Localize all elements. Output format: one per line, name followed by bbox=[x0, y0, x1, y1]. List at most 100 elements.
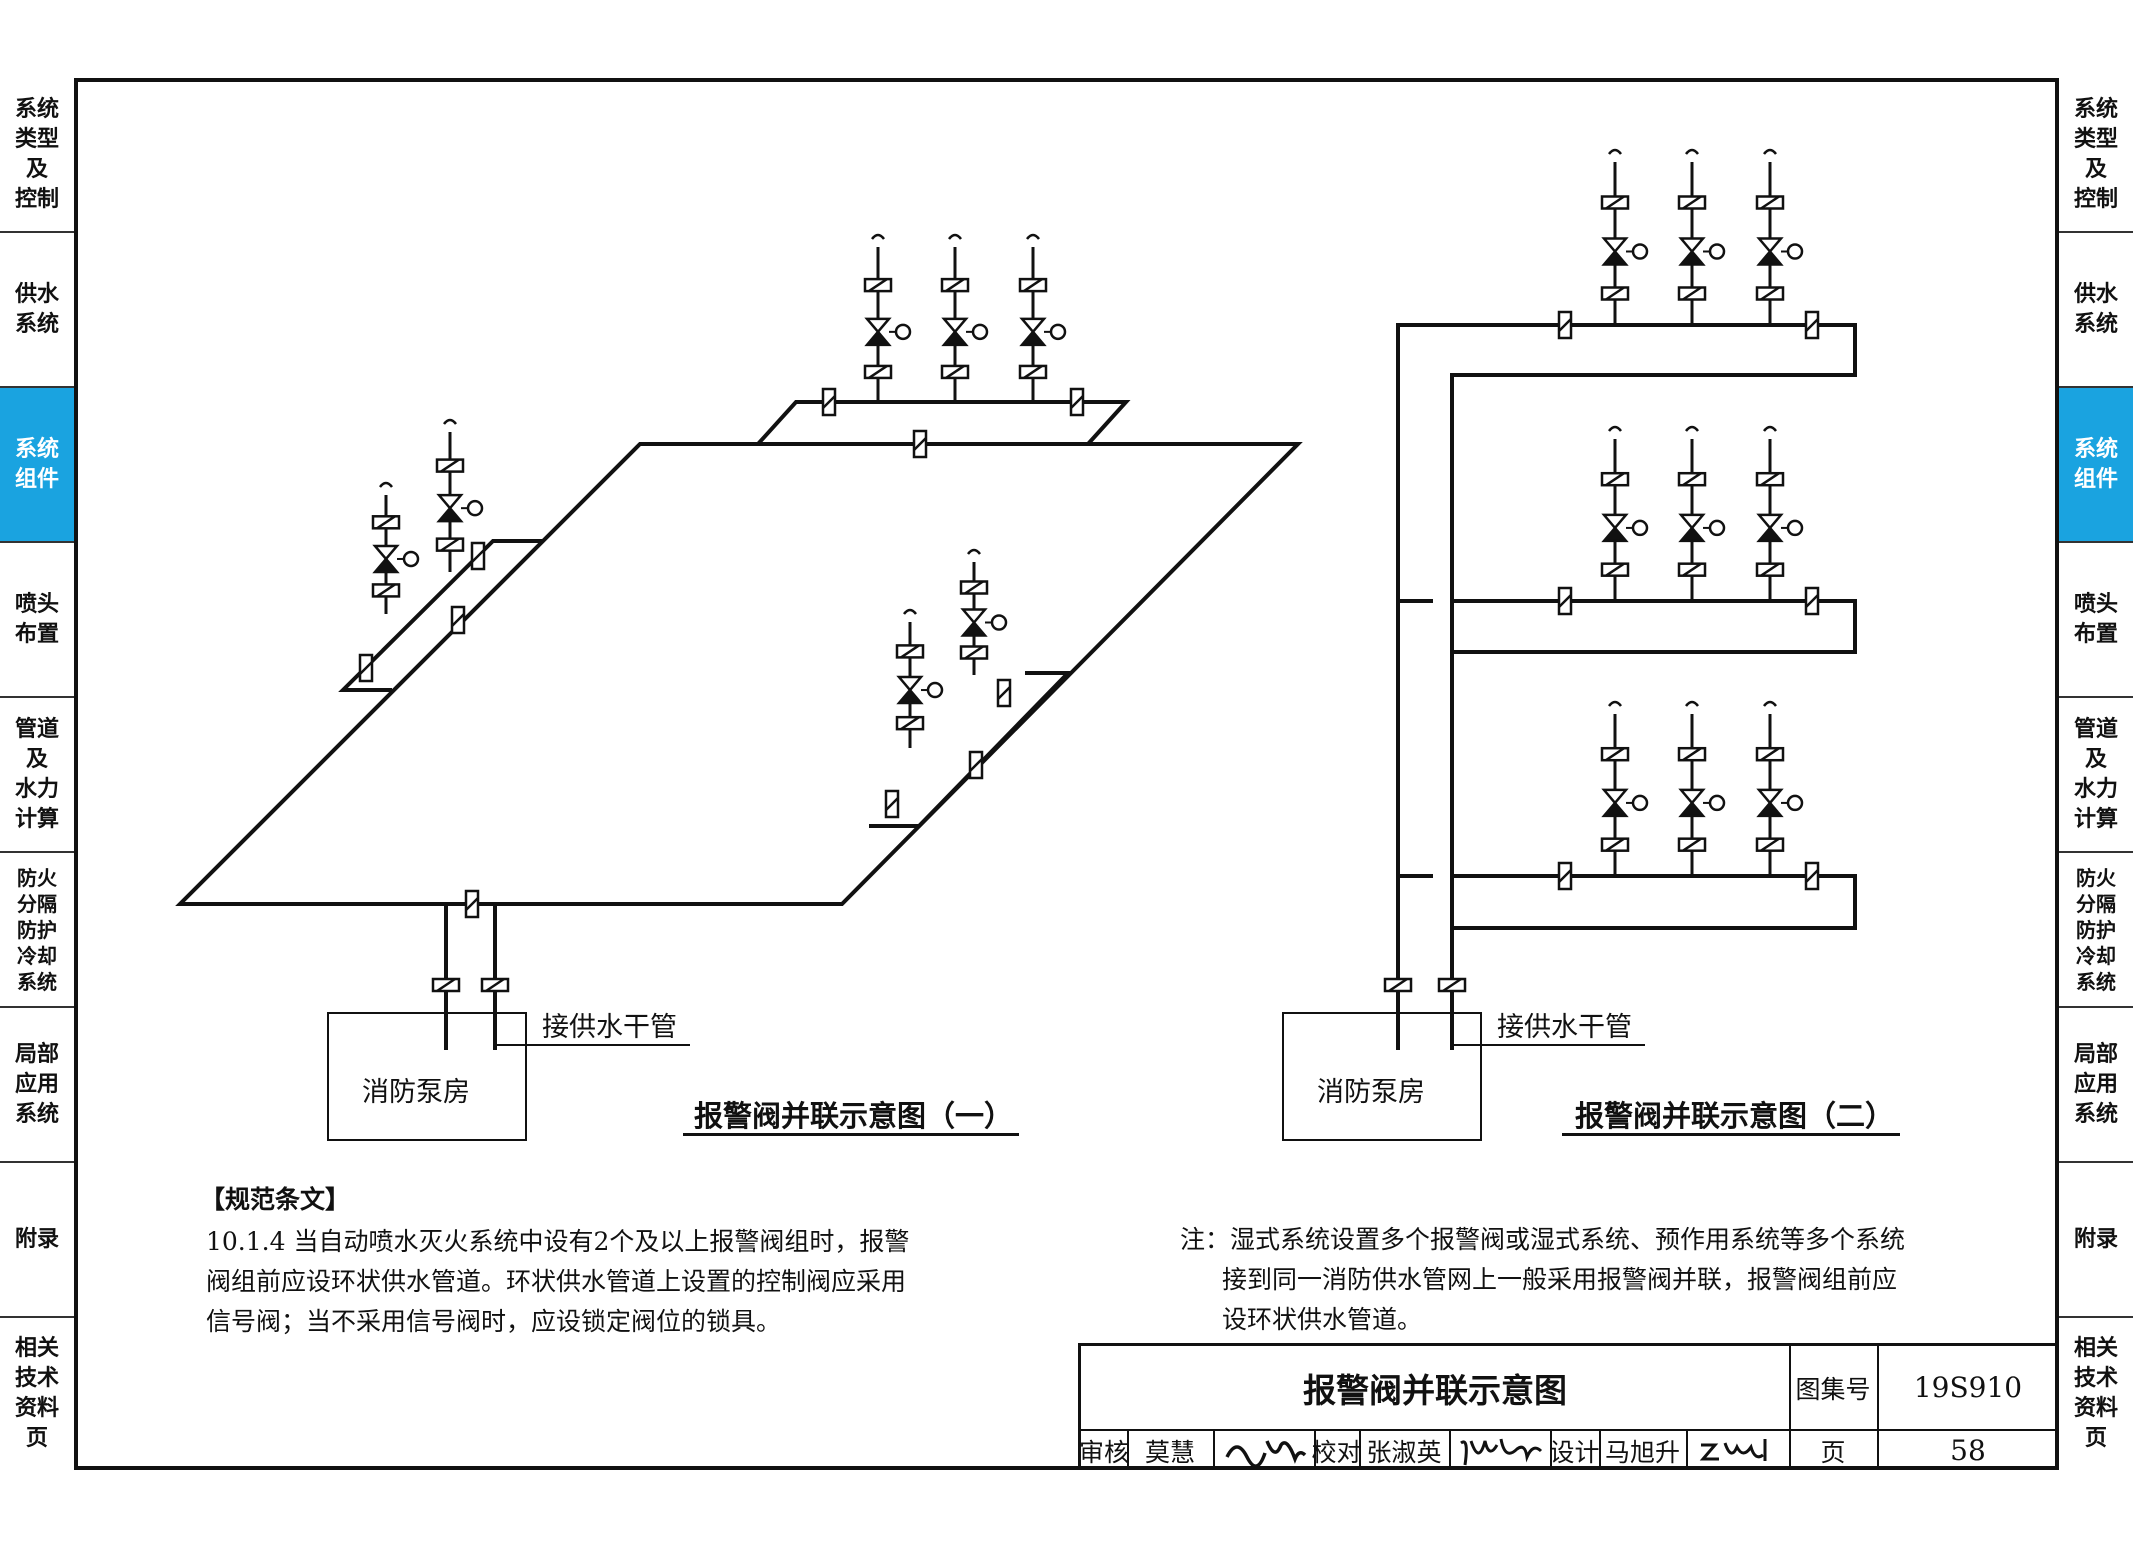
gate-valve-slash bbox=[1682, 837, 1702, 852]
gate-valve-slash bbox=[1682, 195, 1702, 210]
sidebar-item-appendix[interactable]: 附录 bbox=[2059, 1163, 2133, 1318]
signal-valve bbox=[1069, 387, 1085, 417]
page-number: 58 bbox=[1950, 1434, 1986, 1467]
gate-valve-slash bbox=[1760, 195, 1780, 210]
alarm-valve-riser bbox=[959, 548, 1008, 675]
pressure-gauge bbox=[1049, 323, 1067, 341]
signal-valve-slash bbox=[913, 437, 927, 451]
alarm-valve-top bbox=[436, 493, 464, 511]
gate-valve-slash bbox=[900, 644, 920, 659]
signal-valve bbox=[1557, 310, 1573, 340]
upper-gate-valve bbox=[1018, 277, 1048, 293]
pressure-gauge bbox=[1708, 794, 1726, 812]
alarm-valve-top bbox=[1601, 513, 1629, 530]
pressure-gauge bbox=[1631, 519, 1649, 537]
sidebar-item-related-docs[interactable]: 相关 技术 资料 页 bbox=[14, 1336, 59, 1451]
top-branch bbox=[756, 400, 1131, 446]
sidebar-item-sprinkler-layout[interactable]: 喷头 布置 bbox=[2059, 543, 2133, 698]
sidebar-item-sprinkler-layout[interactable]: 喷头 布置 bbox=[0, 543, 74, 698]
page-label: 页 bbox=[1820, 1437, 1846, 1467]
signal-valve bbox=[1557, 861, 1573, 891]
gate-valve-slash bbox=[945, 364, 965, 379]
signal-valve-slash bbox=[465, 897, 479, 911]
sidebar-item-fire-separation[interactable]: 防火 分隔 防护 冷却 系统 bbox=[2059, 853, 2133, 1008]
diagram-2-title: 报警阀并联示意图（二） bbox=[1575, 1099, 1895, 1133]
gate-valve-slash bbox=[1760, 286, 1780, 301]
gate-valve-slash bbox=[1605, 472, 1625, 487]
signal-valve bbox=[1557, 586, 1573, 616]
sidebar-item-appendix[interactable]: 附录 bbox=[0, 1163, 74, 1318]
lower-gate-valve bbox=[959, 645, 989, 660]
signal-valve bbox=[1804, 861, 1820, 891]
lower-gate-valve bbox=[1600, 837, 1630, 852]
sidebar-item-local-application[interactable]: 局部 应用 系统 bbox=[2059, 1008, 2133, 1163]
check-label: 校对 bbox=[1311, 1437, 1362, 1467]
alarm-valve-bottom bbox=[1601, 249, 1629, 266]
gate-valve-slash bbox=[1682, 562, 1702, 577]
gate-valve bbox=[1383, 977, 1413, 993]
gate-valve-slash bbox=[1760, 562, 1780, 577]
sidebar-item-local-application[interactable]: 局部 应用 系统 bbox=[0, 1008, 74, 1163]
signal-valve-slash bbox=[1805, 594, 1819, 608]
alarm-valve-top bbox=[1756, 237, 1784, 254]
signal-valve bbox=[464, 889, 480, 919]
pressure-gauge bbox=[1786, 243, 1804, 260]
alarm-valve-riser bbox=[1755, 148, 1804, 325]
upper-gate-valve bbox=[863, 277, 893, 293]
alarm-valve-top bbox=[1019, 317, 1047, 334]
pressure-gauge bbox=[1708, 519, 1726, 537]
alarm-valve-bottom bbox=[1678, 525, 1706, 543]
sidebar-item-water-supply[interactable]: 供水 系统 bbox=[2059, 233, 2133, 388]
signal-valve bbox=[821, 387, 837, 417]
gate-valve-slash bbox=[945, 278, 965, 293]
pump-room-box bbox=[1282, 1012, 1482, 1141]
signal-valve-slash bbox=[885, 797, 899, 811]
sidebar-item-fire-separation[interactable]: 防火 分隔 防护 冷却 系统 bbox=[0, 853, 74, 1008]
alarm-valve-top bbox=[896, 675, 924, 692]
upper-gate-valve bbox=[1755, 471, 1785, 487]
reviewer-name: 莫慧 bbox=[1144, 1437, 1195, 1467]
riser-end-squiggle bbox=[1763, 148, 1777, 155]
sidebar-item-components[interactable]: 系统 组件 bbox=[2059, 388, 2133, 543]
alarm-valve-top bbox=[1678, 513, 1706, 530]
alarm-valve-riser bbox=[1677, 700, 1726, 876]
riser-end-squiggle bbox=[1685, 148, 1699, 155]
gate-valve-slash bbox=[1605, 747, 1625, 762]
spec-heading: 【规范条文】 bbox=[200, 1185, 351, 1214]
riser-end-squiggle bbox=[871, 233, 885, 240]
alarm-valve-bottom bbox=[1756, 800, 1784, 818]
signal-valve bbox=[912, 429, 928, 459]
sidebar-item-piping[interactable]: 管道 及 水力 计算 bbox=[0, 698, 74, 853]
alarm-valve-bottom bbox=[941, 329, 969, 347]
upper-gate-valve bbox=[1600, 471, 1630, 487]
sidebar-item-water-supply[interactable]: 供水 系统 bbox=[0, 233, 74, 388]
alarm-valve-top bbox=[864, 317, 892, 334]
riser-end-squiggle bbox=[1685, 425, 1699, 432]
riser-end-squiggle bbox=[443, 418, 457, 425]
alarm-valve-bottom bbox=[1601, 525, 1629, 543]
sidebar-item-piping[interactable]: 管道 及 水力 计算 bbox=[2059, 698, 2133, 853]
gate-valve-slash bbox=[1760, 747, 1780, 762]
signal-valve-slash bbox=[822, 395, 836, 409]
gate-valve-slash bbox=[440, 537, 460, 552]
sidebar-item-system-type[interactable]: 系统 类型 及 控制 bbox=[0, 78, 74, 233]
gate-valve bbox=[480, 977, 510, 993]
alarm-valve-bottom bbox=[864, 329, 892, 347]
lower-gate-valve bbox=[435, 537, 465, 552]
gate-valve-slash bbox=[1682, 286, 1702, 301]
ring-main bbox=[175, 442, 1303, 906]
review-label: 审核 bbox=[1079, 1437, 1130, 1467]
upper-gate-valve bbox=[959, 580, 989, 595]
sidebar-item-components[interactable]: 系统 组件 bbox=[0, 388, 74, 543]
alarm-valve-top bbox=[1601, 237, 1629, 254]
signal-valve-slash bbox=[1805, 869, 1819, 883]
gate-valve bbox=[431, 977, 461, 993]
alarm-valve-riser bbox=[1600, 425, 1649, 601]
sidebar-item-related-docs[interactable]: 相关 技术 资料 页 bbox=[2073, 1336, 2118, 1451]
sidebar-item-system-type[interactable]: 系统 类型 及 控制 bbox=[2059, 78, 2133, 233]
gate-valve-slash bbox=[900, 716, 920, 731]
signal-valve bbox=[450, 605, 466, 635]
riser-end-squiggle bbox=[967, 548, 981, 555]
diagram-1-title: 报警阀并联示意图（一） bbox=[694, 1099, 1014, 1133]
